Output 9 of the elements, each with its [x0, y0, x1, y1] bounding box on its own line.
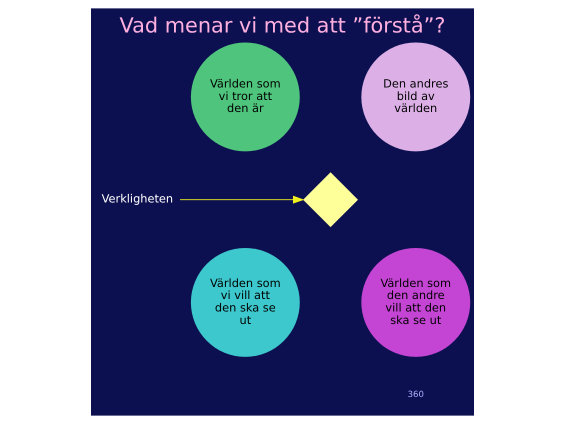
node-circle: Världen som vi tror att den är: [190, 42, 300, 152]
node-circle: Den andres bild av världen: [360, 42, 470, 152]
node-text: Verkligheten: [101, 192, 173, 206]
label: 360: [407, 390, 424, 400]
node-circle: Världen som vi vill att den ska se ut: [190, 248, 300, 357]
node-circle: Världen som den andre vill att den ska se ut: [360, 248, 470, 357]
diagram-title: Vad menar vi med att ”förstå”?: [119, 14, 445, 38]
node-diamond: [302, 172, 358, 228]
arrow: [179, 196, 304, 204]
